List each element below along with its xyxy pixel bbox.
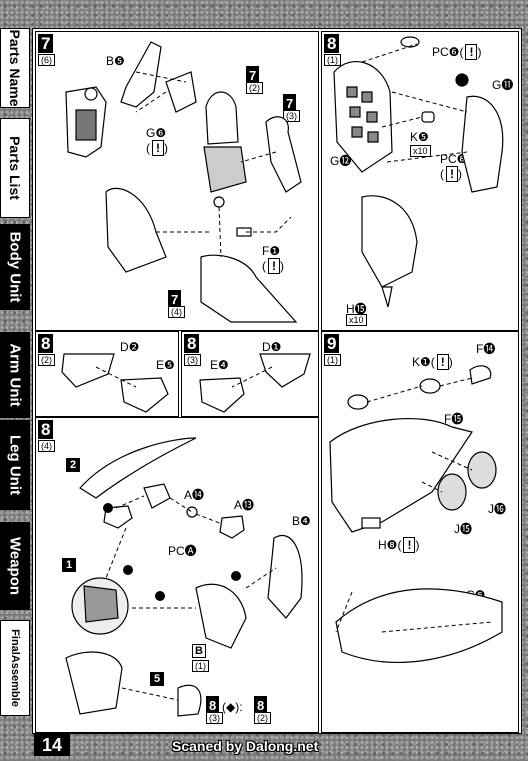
ref-step-7a-qty: (2) [246,82,263,94]
step-quantity: (2) [38,354,55,366]
ref-step-8a: 8 [206,696,220,715]
step-8-1-diagram [333,36,504,308]
page-number: 14 [34,734,70,756]
part-label-f1: F❶ [262,244,281,258]
part-label-pcf: PC❻(!) [432,44,482,60]
part-label-g11: G⓫ [492,78,514,92]
ref-step-7c: 7 [168,290,182,309]
step-quantity: (4) [38,440,55,452]
sub-step-5: 5 [150,672,164,686]
step-number: 8 [184,334,200,353]
sub-step-2: 2 [66,458,80,472]
part-b-qty: (1) [192,660,209,672]
part-label-f15: F⓯ [444,412,464,426]
step-8-4-diagram [65,437,303,717]
step-number: 7 [38,34,54,53]
manual-page: 7 (6) B❺ G❻ (!) 7 (2) 7 (3) F❶ (!) 7 (4) [32,28,522,734]
step-9-panel: 9 (1) K❶(!) F⓮ F⓯ J⓰ J⓯ H❽(!) C❻ [321,331,519,733]
tab-parts-list[interactable]: Parts List [0,118,30,218]
qty-h15: x10 [346,314,367,326]
step-quantity: (3) [184,354,201,366]
step-number: 8 [324,34,340,53]
part-label-a13: A⓭ [234,498,255,512]
step-8-3-panel: 8 (3) D❶ E❹ [181,331,319,417]
tab-leg-unit[interactable]: Leg Unit [0,420,30,510]
part-label-b4: B❹ [292,514,311,528]
ref-step-8b: 8 [254,696,268,715]
step-quantity: (1) [324,54,341,66]
part-label-pca: PC🅐 [168,544,197,558]
part-label-k5: K❺ [410,130,429,144]
tab-parts-name[interactable]: Parts Name [0,28,30,108]
part-b-ref: B [192,644,206,658]
caution-g6: (!) [146,140,168,156]
step-7-diagram [65,41,302,323]
ref-step-7b-qty: (3) [283,110,300,122]
part-label-a14: A⓮ [184,488,205,502]
ref-step-7a: 7 [246,66,260,85]
step-8-3-diagram [199,353,311,413]
part-label-g12: G⓬ [330,154,352,168]
part-label-d2: D❷ [120,340,140,354]
step-number: 8 [38,334,54,353]
part-label-h8: H❽(!) [378,537,420,553]
tab-body-unit[interactable]: Body Unit [0,224,30,310]
step-8-1-panel: 8 (1) PC❻(!) G⓫ K❺ x10 PC❽ (!) G⓬ H⓯ x10 [321,31,519,331]
part-label-g6: G❻ [146,126,167,140]
part-label-j16: J⓰ [488,502,507,516]
step-8-4-panel: 8 (4) 2 A⓮ A⓭ PC🅐 B❹ 1 B (1) 5 8 (3) (◆)… [35,417,319,733]
caution-f1: (!) [262,258,284,274]
ref-step-8a-qty: (3) [206,712,223,724]
caution-pch: (!) [440,166,462,182]
step-number: 8 [38,420,54,439]
ref-step-7b: 7 [283,94,297,113]
step-8-2-diagram [61,353,169,413]
part-label-h15: H⓯ [346,302,367,316]
step-quantity: (1) [324,354,341,366]
swap-icon: (◆): [222,700,243,714]
step-number: 9 [324,334,340,353]
part-label-e4: E❹ [210,358,229,372]
part-label-b5: B❺ [106,54,125,68]
ref-step-7c-qty: (4) [168,306,185,318]
scan-credit: Scaned by Dalong.net [172,738,319,754]
tab-arm-unit[interactable]: Arm Unit [0,332,30,418]
step-8-2-panel: 8 (2) D❷ E❺ [35,331,179,417]
part-label-k1: K❶(!) [412,354,453,370]
part-label-j15: J⓯ [454,522,473,536]
step-9-diagram [329,365,503,664]
part-label-e5: E❺ [156,358,175,372]
step-quantity: (6) [38,54,55,66]
step-7-panel: 7 (6) B❺ G❻ (!) 7 (2) 7 (3) F❶ (!) 7 (4) [35,31,319,331]
part-label-d1: D❶ [262,340,282,354]
part-label-f14: F⓮ [476,342,496,356]
tab-weapon[interactable]: Weapon [0,522,30,610]
sub-step-1: 1 [62,558,76,572]
qty-k5: x10 [410,145,431,157]
ref-step-8b-qty: (2) [254,712,271,724]
part-label-pch: PC❽ [440,152,468,166]
tab-final-assemble[interactable]: FinalAssemble [0,620,30,716]
